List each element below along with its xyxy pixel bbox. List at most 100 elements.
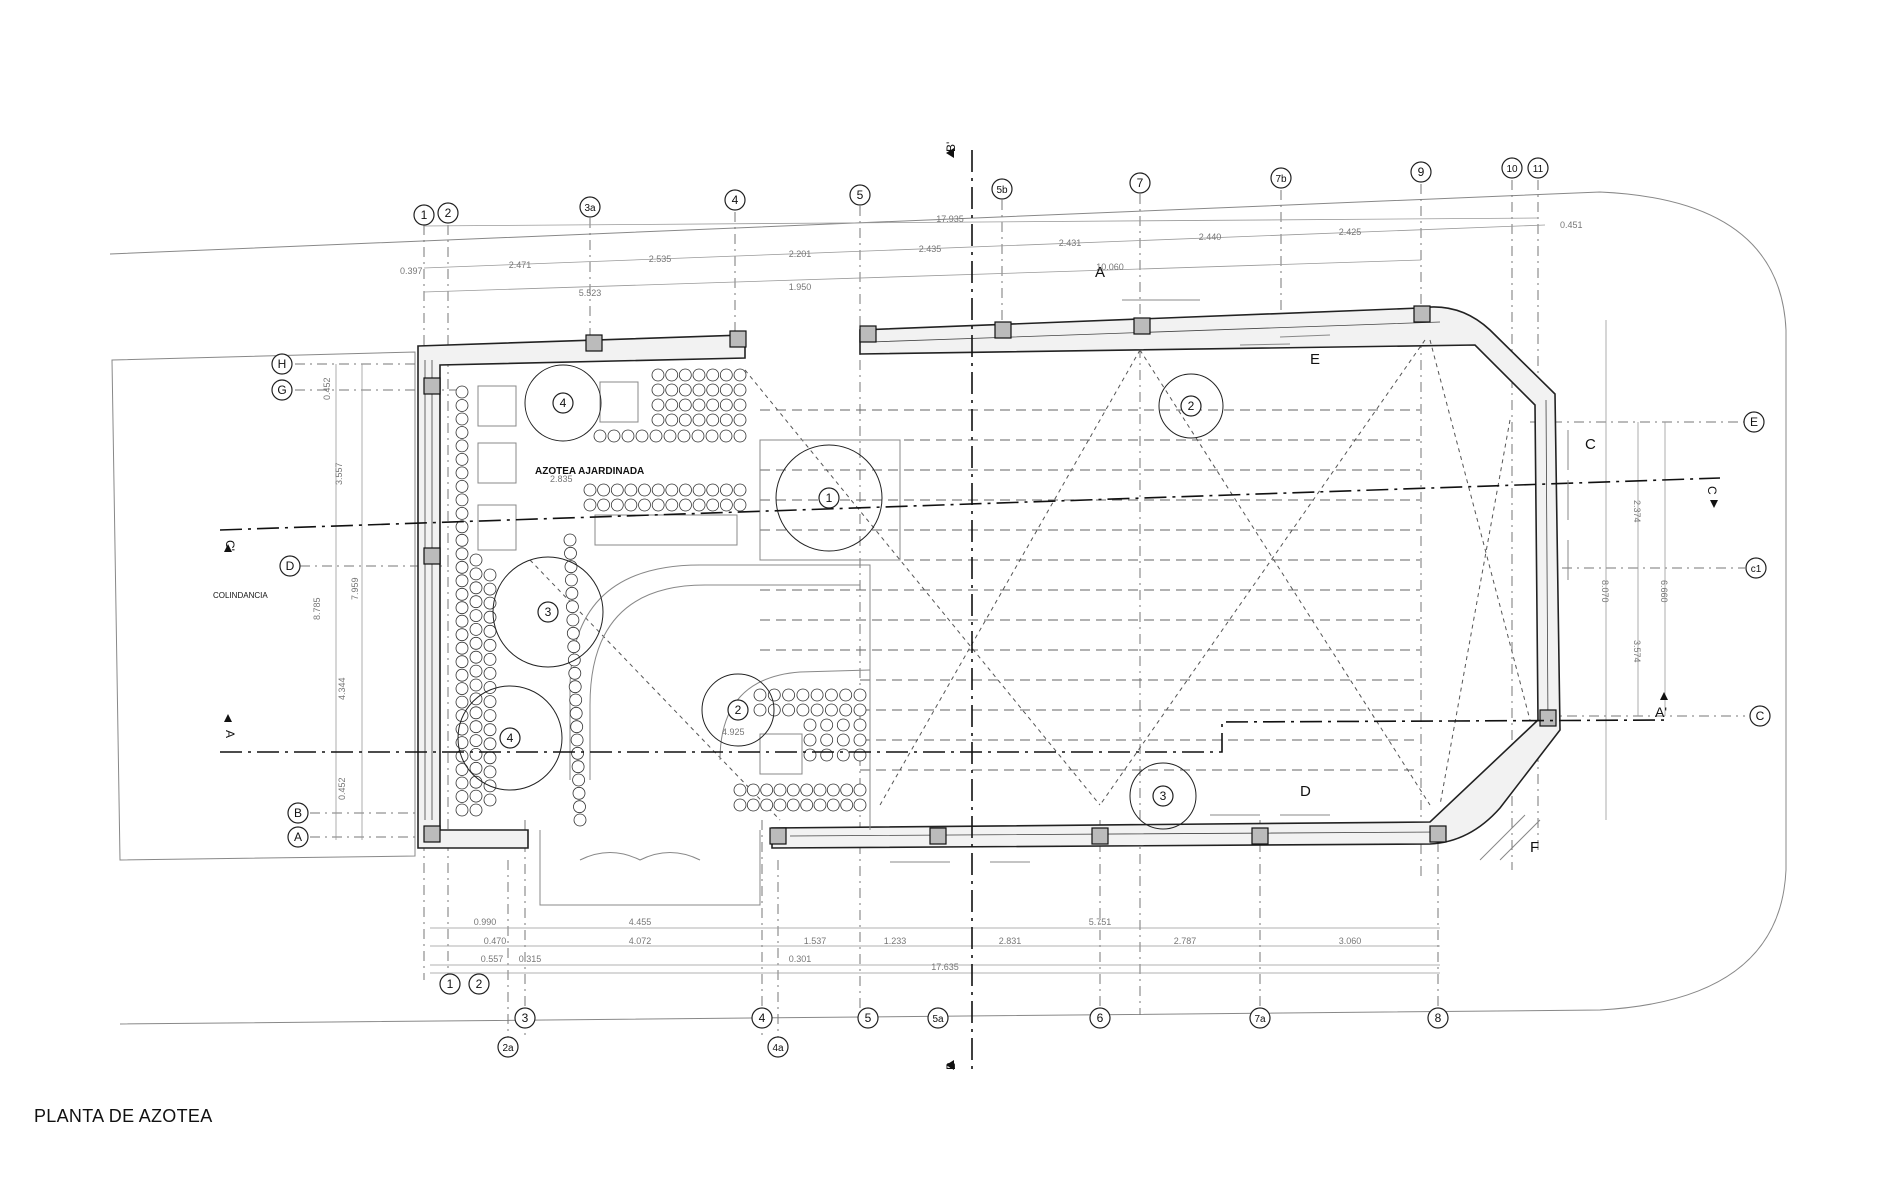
shrub	[607, 429, 621, 443]
shrub	[733, 368, 747, 382]
shrub	[706, 483, 720, 497]
grid-label: D	[286, 559, 295, 573]
shrub	[455, 426, 469, 439]
level-mark: 2.835	[550, 474, 573, 484]
shrub	[651, 398, 665, 412]
shrub	[733, 498, 747, 512]
shrub	[571, 760, 585, 774]
annotations: AZOTEA AJARDINADA COLINDANCIA 2.835 4.92…	[213, 466, 745, 737]
shrub	[825, 688, 838, 702]
shrub	[839, 703, 853, 717]
property-boundary	[109, 191, 1787, 1025]
dimension-text: 2.535	[649, 254, 672, 264]
grid-bubble: H	[271, 353, 293, 375]
column	[859, 325, 877, 343]
grid-bubble: B	[287, 802, 309, 824]
plant-type-label: 2	[1188, 399, 1195, 413]
shrub	[597, 483, 610, 497]
grid-bubble: 1	[439, 973, 461, 995]
shrub	[565, 586, 579, 600]
shrub	[469, 650, 483, 664]
shrub	[483, 638, 497, 652]
shrub	[782, 688, 795, 702]
shrub	[469, 678, 483, 692]
dimension-text: 6.660	[1659, 580, 1669, 603]
grid-bubble: 8	[1427, 1007, 1449, 1029]
shrub	[733, 413, 747, 427]
section-marker-a: A	[223, 714, 237, 738]
shrub	[853, 688, 867, 702]
section-marker-b: B	[944, 1060, 958, 1070]
dimension-text: 8.785	[312, 597, 322, 620]
shrub	[455, 790, 469, 803]
shrub	[853, 748, 867, 762]
shrub	[665, 398, 679, 412]
dimension-text: 1.950	[789, 282, 812, 292]
shrub	[679, 498, 692, 512]
shrub	[678, 383, 692, 397]
plant-type-label: 2	[735, 703, 742, 717]
shrub	[782, 703, 795, 717]
shrub	[638, 483, 651, 497]
building-walls	[417, 306, 1561, 849]
shrub	[455, 399, 469, 412]
grid-label: 1	[421, 208, 428, 222]
shrub	[665, 368, 679, 382]
shrub	[455, 695, 469, 709]
shrub	[455, 641, 469, 655]
grid-bubble: D	[279, 555, 301, 577]
shrub	[566, 626, 580, 640]
shrub	[469, 636, 483, 650]
grid-label: H	[278, 357, 287, 371]
zone-label-d: D	[1300, 783, 1311, 800]
plant-type-label: 1	[826, 491, 833, 505]
shrub	[483, 568, 497, 582]
shrub	[692, 413, 706, 427]
grid-label: 2	[476, 977, 483, 991]
shrub	[733, 383, 747, 397]
grid-label: 5a	[932, 1014, 944, 1025]
section-marker-c-prime: C'	[223, 540, 237, 552]
shrub	[733, 429, 747, 443]
shrub	[651, 483, 665, 497]
grid-label: 5	[857, 188, 864, 202]
dimension-text: 0.301	[789, 954, 812, 964]
grid-bubble: 3	[514, 1007, 536, 1029]
shrub	[840, 798, 854, 812]
shrub	[593, 429, 607, 443]
dimension-text: 17.635	[931, 962, 959, 972]
shrub	[455, 574, 469, 588]
shrub	[571, 746, 584, 760]
shrub	[706, 498, 720, 512]
shrub	[800, 798, 814, 812]
shrub	[469, 720, 483, 734]
shrub	[786, 783, 800, 797]
dimension-text: 0.452	[337, 777, 347, 800]
tree-4: 4	[524, 364, 602, 442]
grid-label: 3a	[584, 203, 596, 214]
shrub	[624, 483, 638, 497]
shrub	[469, 789, 483, 803]
dimension-text: 0.452	[322, 377, 332, 400]
column	[585, 334, 603, 352]
dimension-texts: 17.935 0.397 2.471 2.535 2.201 2.435 2.4…	[312, 214, 1669, 972]
dimension-text: 8.070	[1600, 580, 1610, 603]
grid-label: 2	[445, 206, 452, 220]
garden-trees: 1 2 2 3 3 4 4	[457, 364, 1224, 830]
shrub	[678, 413, 692, 427]
shrub	[705, 429, 719, 443]
plant-type-label: 3	[545, 605, 552, 619]
shrub	[455, 776, 469, 790]
shrub	[564, 546, 577, 560]
shrub	[455, 601, 469, 615]
shrub	[635, 429, 649, 443]
grid-label: 6	[1097, 1011, 1104, 1025]
shrub	[583, 483, 597, 497]
shrub	[773, 783, 787, 797]
shrub	[455, 520, 469, 534]
grid-label: E	[1750, 415, 1758, 429]
shrub	[803, 718, 817, 732]
shrub	[706, 398, 720, 412]
level-mark: 4.925	[722, 727, 745, 737]
grid-bubble: 2a	[497, 1036, 519, 1058]
